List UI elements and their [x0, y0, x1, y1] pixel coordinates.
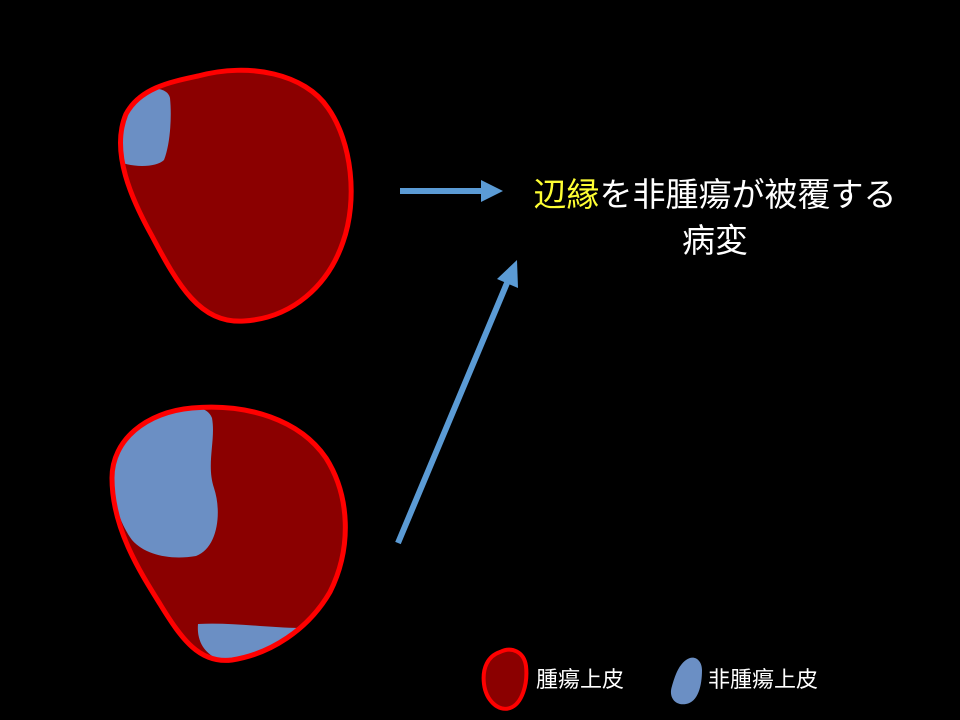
- bottom-non-tumor-patch-left: [112, 407, 218, 558]
- legend-non-tumor-label: 非腫瘍上皮: [708, 668, 819, 693]
- diagonal-arrow: [395, 260, 518, 545]
- top-tumor-outline: [118, 67, 354, 324]
- top-lesion: [118, 67, 354, 324]
- caption-line-2: 病変: [682, 221, 748, 260]
- caption-highlight: 辺縁: [533, 175, 600, 214]
- legend-tumor-icon: [481, 647, 529, 711]
- bottom-lesion: [109, 404, 348, 663]
- bottom-tumor-outline: [109, 404, 348, 663]
- top-tumor-region: [120, 70, 352, 322]
- caption: 辺縁を非腫瘍が被覆する 病変: [500, 172, 930, 264]
- horizontal-arrow: [400, 180, 503, 202]
- legend-tumor-label: 腫瘍上皮: [536, 668, 625, 693]
- caption-line-1: 辺縁を非腫瘍が被覆する: [500, 172, 930, 218]
- caption-line-1-rest: を非腫瘍が被覆する: [599, 175, 897, 214]
- legend-non-tumor-icon: [670, 657, 702, 705]
- bottom-non-tumor-patch-bottom: [197, 623, 300, 661]
